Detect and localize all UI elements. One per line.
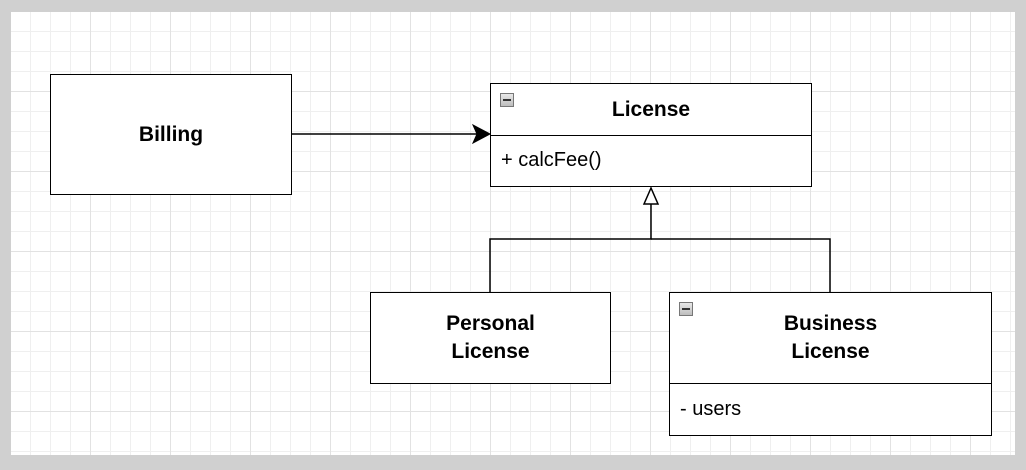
license-class-node[interactable]: License + calcFee() [490, 83, 812, 187]
diagram-canvas[interactable]: Billing License + calcFee() Personal Lic… [11, 12, 1015, 455]
personal-license-node[interactable]: Personal License [370, 292, 611, 384]
business-license-class-title: Business License [670, 293, 991, 384]
generalization-arrowhead [642, 186, 660, 205]
collapse-minus-icon[interactable] [679, 302, 693, 316]
license-method-calcfee: + calcFee() [501, 149, 602, 171]
billing-node[interactable]: Billing [50, 74, 292, 195]
collapse-minus-icon[interactable] [500, 93, 514, 107]
diagram-edges [291, 123, 831, 293]
association-arrowhead [471, 123, 492, 145]
business-license-class-node[interactable]: Business License - users [669, 292, 992, 436]
edge-business-license-to-license[interactable] [651, 238, 831, 293]
license-class-title: License [491, 84, 811, 136]
business-license-attribute-users: - users [680, 398, 742, 420]
billing-label: Billing [138, 122, 204, 146]
personal-license-label: Personal License [446, 312, 535, 363]
edge-personal-license-to-license[interactable] [489, 204, 652, 293]
